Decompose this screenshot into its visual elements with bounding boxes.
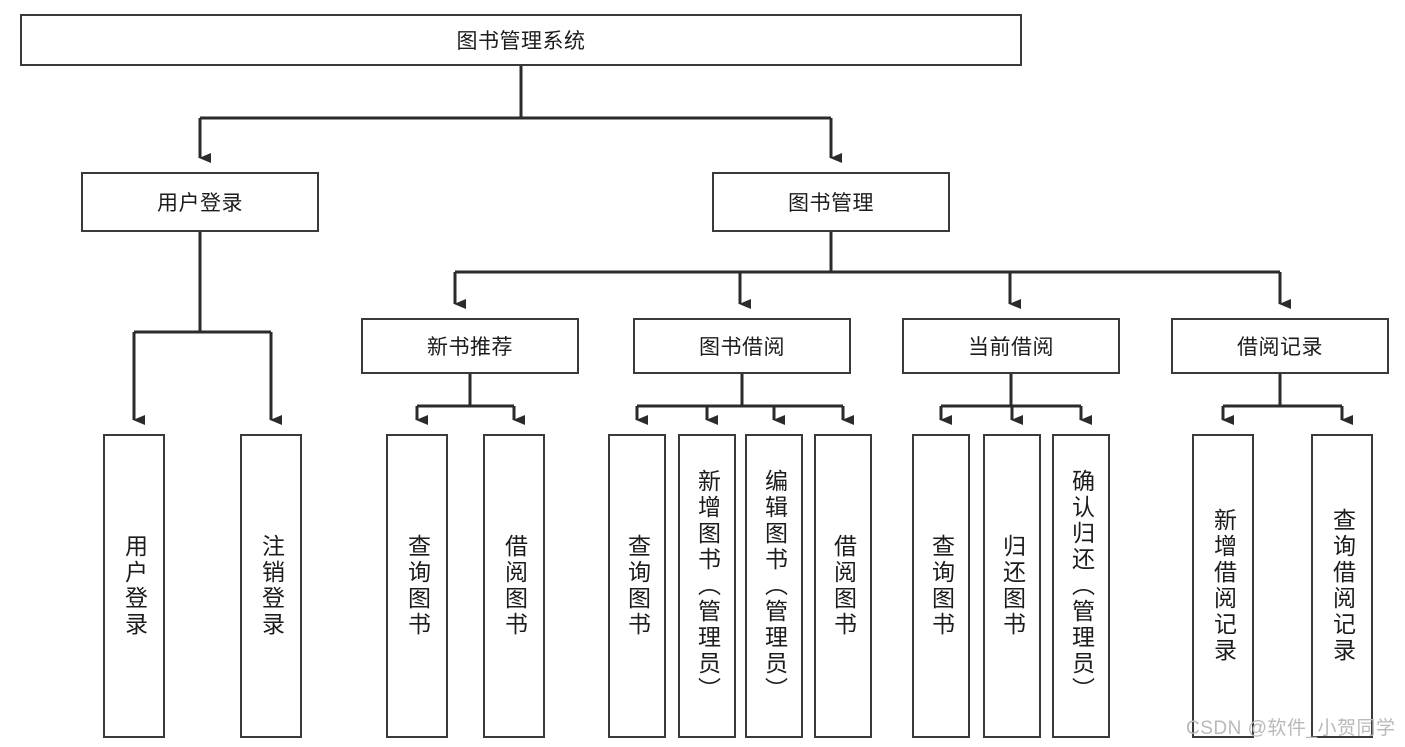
leaf-query-book-recommend[interactable]: 查询图书 xyxy=(386,434,448,738)
node-label: 借阅图书 xyxy=(501,534,528,638)
node-label: 查询借阅记录 xyxy=(1329,508,1356,664)
node-label: 图书管理 xyxy=(788,192,874,215)
leaf-add-borrow-record[interactable]: 新增借阅记录 xyxy=(1192,434,1254,738)
node-current-borrow[interactable]: 当前借阅 xyxy=(902,318,1120,374)
node-label: 图书管理系统 xyxy=(456,30,586,53)
node-label: 注销登录 xyxy=(258,534,285,638)
leaf-user-login[interactable]: 用户登录 xyxy=(103,434,165,738)
node-label: 查询图书 xyxy=(928,534,955,638)
node-label: 用户登录 xyxy=(157,192,243,215)
node-label: 编辑图书（管理员） xyxy=(761,469,788,703)
node-label: 新书推荐 xyxy=(427,336,513,359)
leaf-query-current-book[interactable]: 查询图书 xyxy=(912,434,970,738)
node-label: 借阅记录 xyxy=(1237,336,1323,359)
leaf-add-book-admin[interactable]: 新增图书（管理员） xyxy=(678,434,736,738)
leaf-confirm-return-admin[interactable]: 确认归还（管理员） xyxy=(1052,434,1110,738)
node-root[interactable]: 图书管理系统 xyxy=(20,14,1022,66)
leaf-borrow-book-recommend[interactable]: 借阅图书 xyxy=(483,434,545,738)
node-label: 确认归还（管理员） xyxy=(1068,469,1095,703)
node-label: 借阅图书 xyxy=(830,534,857,638)
leaf-logout[interactable]: 注销登录 xyxy=(240,434,302,738)
node-label: 新增借阅记录 xyxy=(1210,508,1237,664)
node-new-book-recommend[interactable]: 新书推荐 xyxy=(361,318,579,374)
node-borrow-record[interactable]: 借阅记录 xyxy=(1171,318,1389,374)
node-book-manage[interactable]: 图书管理 xyxy=(712,172,950,232)
node-label: 归还图书 xyxy=(999,534,1026,638)
node-label: 当前借阅 xyxy=(968,336,1054,359)
node-label: 新增图书（管理员） xyxy=(694,469,721,703)
node-book-borrow[interactable]: 图书借阅 xyxy=(633,318,851,374)
leaf-query-book[interactable]: 查询图书 xyxy=(608,434,666,738)
leaf-edit-book-admin[interactable]: 编辑图书（管理员） xyxy=(745,434,803,738)
node-label: 用户登录 xyxy=(121,534,148,638)
node-label: 查询图书 xyxy=(624,534,651,638)
leaf-query-borrow-record[interactable]: 查询借阅记录 xyxy=(1311,434,1373,738)
node-label: 查询图书 xyxy=(404,534,431,638)
node-label: 图书借阅 xyxy=(699,336,785,359)
watermark: CSDN @软件_小贺同学 xyxy=(1186,718,1396,739)
leaf-return-book[interactable]: 归还图书 xyxy=(983,434,1041,738)
leaf-borrow-book[interactable]: 借阅图书 xyxy=(814,434,872,738)
node-user-login[interactable]: 用户登录 xyxy=(81,172,319,232)
